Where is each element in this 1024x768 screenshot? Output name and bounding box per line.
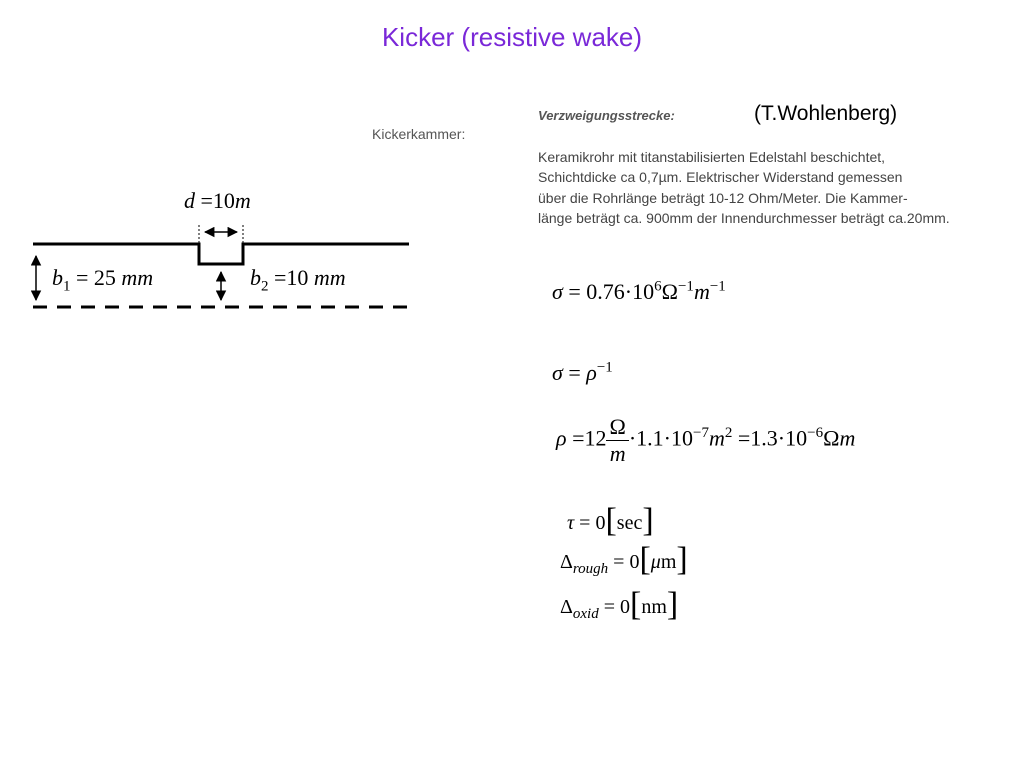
kickerkammer-label: Kickerkammer: xyxy=(372,126,466,142)
conductivity-formula: σ = 0.76·106Ω−1m−1 xyxy=(552,278,726,304)
credit-text: (T.Wohlenberg) xyxy=(754,102,898,125)
b2-label: b2 =10 mm xyxy=(250,265,346,295)
tau-formula: τ = 0[sec] xyxy=(567,502,654,539)
d-label: d =10m xyxy=(184,188,251,213)
description-line: länge beträgt ca. 900mm der Innendurchme… xyxy=(538,209,950,226)
roughness-formula: Δrough = 0[μm] xyxy=(560,541,688,578)
b1-label: b1 = 25 mm xyxy=(52,265,154,295)
chamber-wall-profile xyxy=(33,242,409,266)
description-line: Schichtdicke ca 0,7µm. Elektrischer Wide… xyxy=(538,169,903,186)
verzweigungsstrecke-label: Verzweigungsstrecke: xyxy=(538,108,675,123)
sigma-rho-relation: σ = ρ−1 xyxy=(552,359,613,385)
description-line: Keramikrohr mit titanstabilisierten Edel… xyxy=(538,149,886,165)
chamber-description: Keramikrohr mit titanstabilisierten Edel… xyxy=(538,147,950,228)
oxide-formula: Δoxid = 0[nm] xyxy=(560,586,679,623)
description-line: über die Rohrlänge beträgt 10-12 Ohm/Met… xyxy=(538,189,908,206)
slide-title: Kicker (resistive wake) xyxy=(381,22,643,52)
